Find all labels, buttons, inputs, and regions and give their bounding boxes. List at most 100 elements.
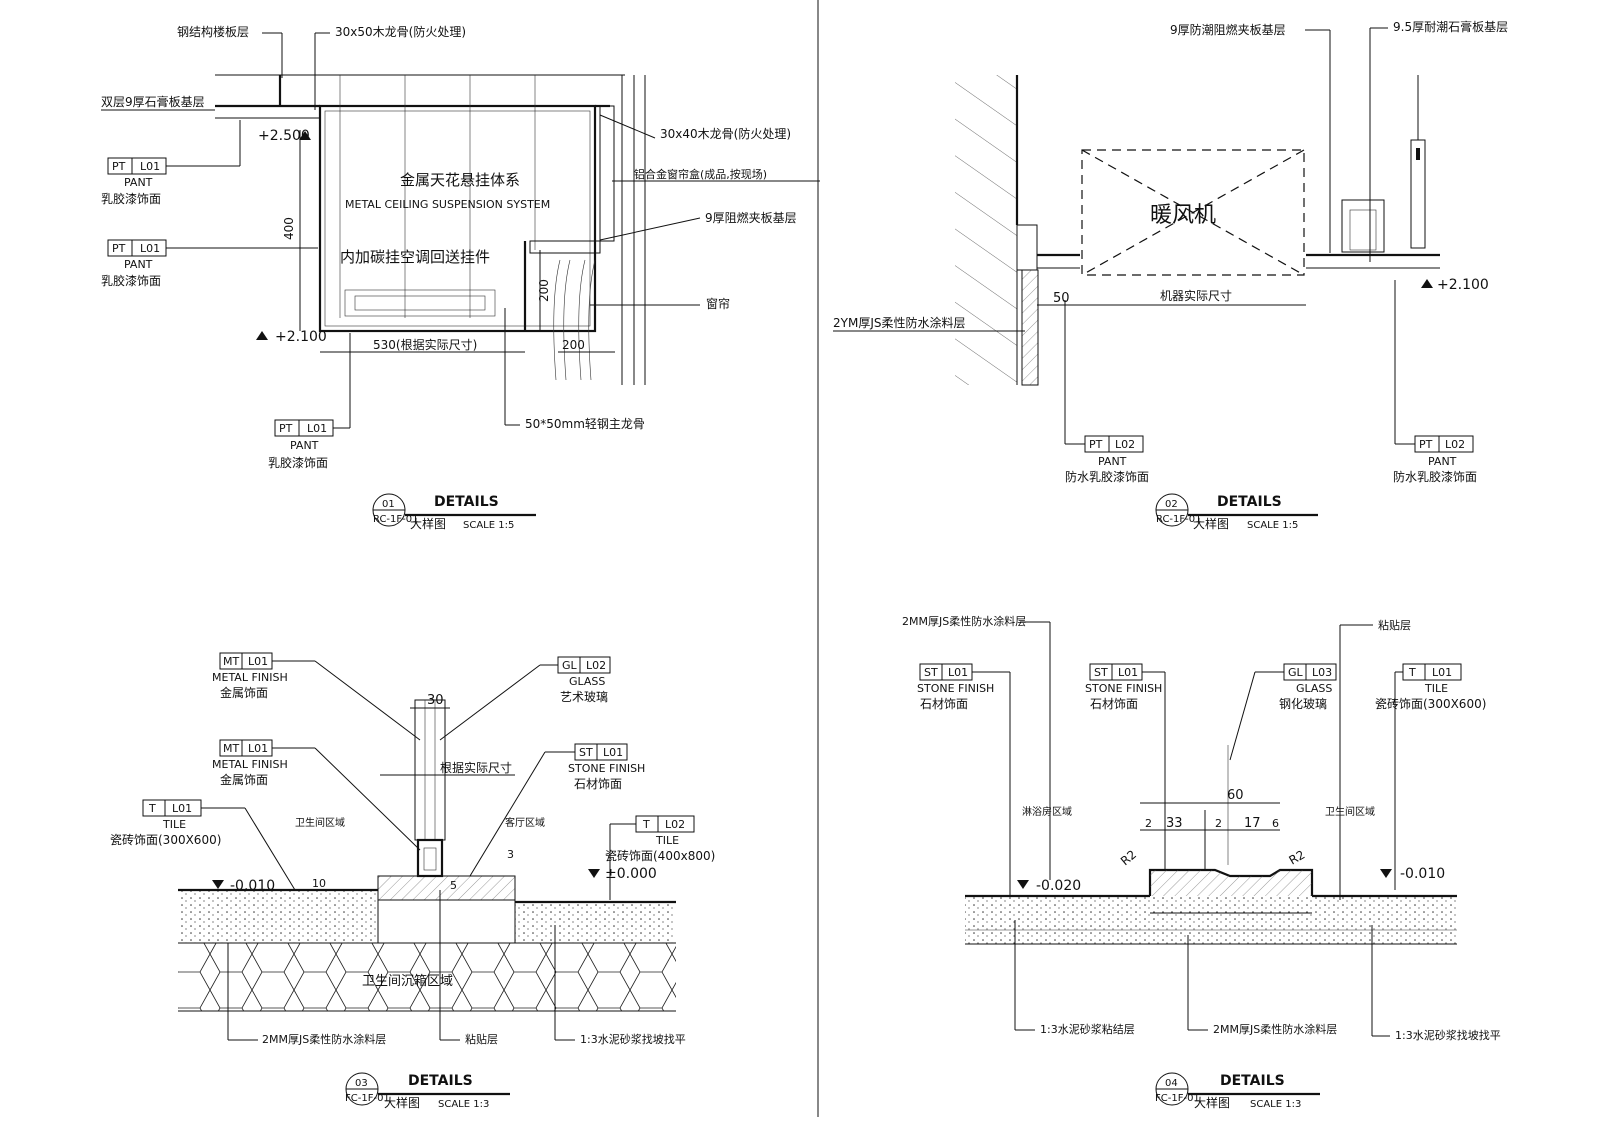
- dim-200-vertical: 200: [537, 279, 551, 302]
- ac-hanger-text: 内加碳挂空调回送挂件: [340, 248, 490, 266]
- label-mortar-d3: 1:3水泥砂浆找坡找平: [580, 1032, 686, 1046]
- svg-text:SCALE 1:5: SCALE 1:5: [1247, 520, 1298, 531]
- svg-text:乳胶漆饰面: 乳胶漆饰面: [101, 273, 161, 288]
- svg-text:PANT: PANT: [1098, 455, 1127, 468]
- detail-02: 暖风机 50 机器实际尺寸 +2.100 9厚防潮阻燃夹板基层 9.5厚耐潮石膏…: [833, 19, 1508, 531]
- ceiling-box-outline: [318, 104, 597, 333]
- label-mortar-level-d4: 1:3水泥砂浆找坡找平: [1395, 1028, 1501, 1042]
- svg-text:L02: L02: [1115, 438, 1135, 451]
- svg-text:TILE: TILE: [162, 818, 186, 831]
- svg-text:GLASS: GLASS: [1296, 682, 1332, 695]
- svg-text:ST: ST: [924, 666, 938, 679]
- dim-50: 50: [1053, 291, 1070, 306]
- svg-text:PANT: PANT: [1428, 455, 1457, 468]
- elevation-d4-left: -0.020: [1036, 878, 1081, 894]
- svg-text:L01: L01: [948, 666, 968, 679]
- svg-text:PT: PT: [1089, 438, 1103, 451]
- title-block-02: 02 RC-1F-01 DETAILS 大样图 SCALE 1:5: [1155, 493, 1318, 531]
- label-mortar-bond-d4: 1:3水泥砂浆粘结层: [1040, 1022, 1135, 1036]
- svg-text:FC-1F-01: FC-1F-01: [1155, 1093, 1200, 1104]
- zone-sink: 卫生间沉箱区域: [362, 973, 453, 989]
- dim-10: 10: [312, 877, 326, 890]
- svg-text:T: T: [148, 802, 156, 815]
- zone-bathroom-d4: 卫生间区域: [1325, 805, 1375, 818]
- svg-text:乳胶漆饰面: 乳胶漆饰面: [101, 191, 161, 206]
- svg-text:STONE FINISH: STONE FINISH: [568, 762, 645, 775]
- svg-text:GL: GL: [1288, 666, 1304, 679]
- svg-text:L01: L01: [172, 802, 192, 815]
- svg-text:乳胶漆饰面: 乳胶漆饰面: [268, 455, 328, 470]
- svg-text:金属饰面: 金属饰面: [220, 772, 268, 787]
- label-moisture-board: 9厚防潮阻燃夹板基层: [1170, 22, 1286, 37]
- svg-text:MT: MT: [223, 655, 239, 668]
- svg-text:GLASS: GLASS: [569, 675, 605, 688]
- svg-text:PT: PT: [279, 422, 293, 435]
- dim-6: 6: [1272, 817, 1279, 830]
- svg-text:L01: L01: [140, 242, 160, 255]
- dim-actual-size: 根据实际尺寸: [440, 760, 512, 775]
- svg-text:01: 01: [382, 499, 395, 510]
- svg-text:02: 02: [1165, 499, 1178, 510]
- svg-text:SCALE 1:3: SCALE 1:3: [438, 1099, 489, 1110]
- elevation-d3-right: ±0.000: [605, 866, 657, 882]
- label-waterproof-d4: 2MM厚JS柔性防水涂料层: [902, 614, 1026, 628]
- elevation-bottom: +2.100: [275, 329, 327, 345]
- label-light-steel-keel: 50*50mm轻钢主龙骨: [525, 417, 645, 431]
- heater-unit-box: [1081, 149, 1305, 276]
- svg-text:DETAILS: DETAILS: [434, 494, 499, 510]
- radius-r2-left: R2: [1118, 847, 1139, 868]
- title-block-01: 01 RC-1F-01 DETAILS 大样图 SCALE 1:5: [372, 493, 536, 531]
- svg-text:METAL FINISH: METAL FINISH: [212, 758, 288, 771]
- svg-text:L02: L02: [1445, 438, 1465, 451]
- heater-label: 暖风机: [1150, 203, 1216, 228]
- svg-text:FC-1F-01: FC-1F-01: [345, 1093, 390, 1104]
- svg-text:瓷砖饰面(300X600): 瓷砖饰面(300X600): [110, 832, 221, 847]
- svg-text:金属饰面: 金属饰面: [220, 685, 268, 700]
- svg-text:L01: L01: [307, 422, 327, 435]
- svg-text:PANT: PANT: [124, 176, 153, 189]
- radius-r2-right: R2: [1287, 847, 1308, 867]
- svg-text:TILE: TILE: [655, 834, 679, 847]
- svg-text:大样图: 大样图: [384, 1095, 420, 1110]
- svg-text:钢化玻璃: 钢化玻璃: [1279, 697, 1327, 711]
- label-wood-keel-1: 30x50木龙骨(防火处理): [335, 24, 466, 39]
- elevation-d2: +2.100: [1437, 277, 1489, 293]
- svg-text:PT: PT: [1419, 438, 1433, 451]
- svg-text:L02: L02: [586, 659, 606, 672]
- system-en-text: METAL CEILING SUSPENSION SYSTEM: [345, 198, 550, 211]
- svg-text:MT: MT: [223, 742, 239, 755]
- dim-60: 60: [1227, 788, 1244, 803]
- label-bond-d4: 粘贴层: [1378, 618, 1411, 632]
- title-block-04: 04 FC-1F-01 DETAILS 大样图 SCALE 1:3: [1155, 1072, 1320, 1110]
- detail-04: 60 33 2 2 17 6 R2 R2 淋浴房区域 卫生间区域 -0.020 …: [902, 614, 1501, 1110]
- svg-text:L03: L03: [1312, 666, 1332, 679]
- svg-text:L01: L01: [1432, 666, 1452, 679]
- svg-text:03: 03: [355, 1078, 368, 1089]
- svg-text:RC-1F-01: RC-1F-01: [373, 514, 419, 525]
- svg-text:RC-1F-01: RC-1F-01: [1156, 514, 1202, 525]
- svg-text:瓷砖饰面(300X600): 瓷砖饰面(300X600): [1375, 696, 1486, 711]
- svg-text:艺术玻璃: 艺术玻璃: [560, 690, 608, 704]
- svg-text:T: T: [1408, 666, 1416, 679]
- svg-text:瓷砖饰面(400x800): 瓷砖饰面(400x800): [605, 848, 715, 863]
- svg-text:DETAILS: DETAILS: [408, 1073, 473, 1089]
- svg-text:L01: L01: [603, 746, 623, 759]
- elevation-d3-left: -0.010: [230, 878, 275, 894]
- dim-30: 30: [427, 693, 444, 708]
- svg-text:SCALE 1:5: SCALE 1:5: [463, 520, 514, 531]
- svg-text:大样图: 大样图: [410, 516, 446, 531]
- label-waterproof-d3: 2MM厚JS柔性防水涂料层: [262, 1032, 386, 1046]
